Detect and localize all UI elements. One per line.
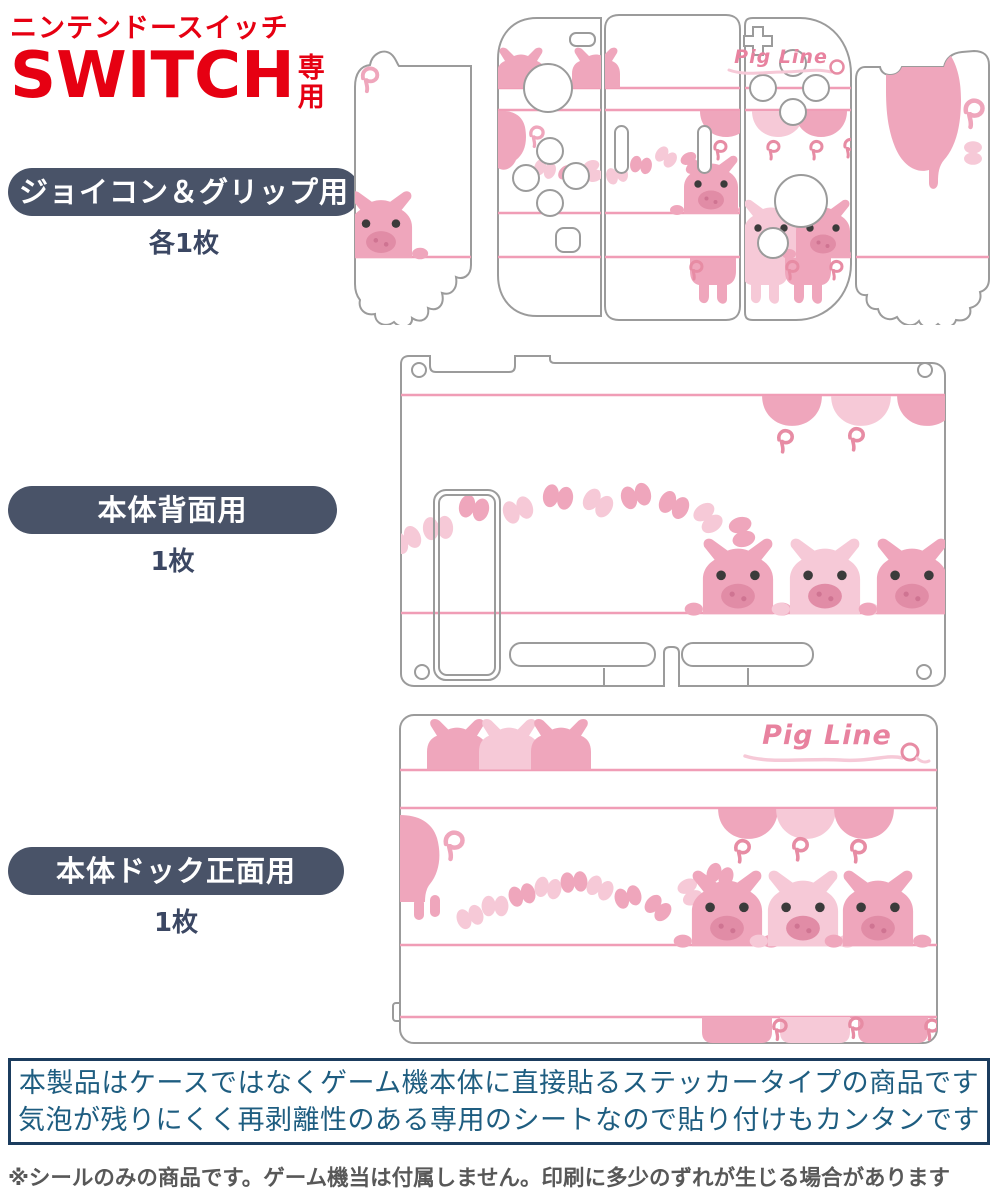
- section-dock-front: 本体ドック正面用 1枚: [8, 847, 344, 939]
- screw-hole: [917, 362, 933, 378]
- vent-slot-left: [509, 642, 656, 667]
- right-grip-decor: [856, 51, 989, 259]
- dpad-right-cutout: [562, 162, 590, 190]
- right-stick-cutout: [774, 174, 828, 228]
- plus-button-cutout: [743, 26, 773, 56]
- home-button-cutout: [757, 227, 789, 259]
- dpad-down-cutout: [536, 189, 564, 217]
- footnote: ※シールのみの商品です。ゲーム機当は付属しません。印刷に多少のずれが生じる場合が…: [8, 1166, 950, 1191]
- header-kana-title: ニンテンドースイッチ: [10, 13, 289, 44]
- brand-text: Pig Line: [734, 46, 828, 68]
- notice-line-1: 本製品はケースではなくゲーム機本体に直接貼るステッカータイプの商品です: [18, 1067, 980, 1099]
- center-strip-decor: [605, 47, 740, 304]
- left-stick-cutout: [523, 63, 573, 113]
- left-joycon-cutouts: [512, 32, 596, 253]
- b-button-cutout: [779, 98, 807, 126]
- left-rail-slot-cutout: [614, 125, 629, 174]
- right-joycon-cutouts: [743, 26, 830, 259]
- brand-logo: Pig Line: [743, 720, 931, 764]
- brand-text: Pig Line: [762, 720, 892, 751]
- console-back-decor: [401, 393, 945, 616]
- bottom-cut-marks: [603, 668, 749, 686]
- section-label-pill: ジョイコン＆グリップ用: [8, 168, 360, 216]
- kickstand-cutline-outer: [433, 489, 501, 681]
- left-grip-decor: [355, 66, 471, 260]
- center-strip-cutouts: [614, 125, 712, 174]
- console-back-cutlines: [411, 362, 933, 686]
- section-console-back: 本体背面用 1枚: [8, 486, 337, 578]
- dock-front-sheet-illustration: Pig Line: [392, 714, 938, 1044]
- section-count: 各1枚: [148, 229, 220, 259]
- dpad-up-cutout: [536, 137, 564, 165]
- capture-button-cutout: [555, 227, 581, 253]
- notice-line-2: 気泡が残りにくく再剥離性のある専用のシートなので貼り付けもカンタンです: [18, 1104, 980, 1136]
- a-button-cutout: [802, 74, 830, 102]
- section-joycon-grip: ジョイコン＆グリップ用 各1枚: [8, 168, 360, 260]
- screw-hole: [916, 664, 932, 680]
- screw-hole: [414, 664, 430, 680]
- section-label-pill: 本体ドック正面用: [8, 847, 344, 895]
- kickstand-cutline-inner: [438, 494, 496, 676]
- section-count: 1枚: [153, 908, 199, 938]
- joycon-grip-sheet-illustration: Pig Line: [354, 14, 990, 325]
- screw-hole: [411, 362, 427, 378]
- right-rail-slot-cutout: [697, 125, 712, 174]
- header-title-row: SWITCH 専用: [10, 39, 324, 113]
- header: ニンテンドースイッチ SWITCH 専用: [10, 6, 324, 113]
- left-grip-piece: [354, 50, 472, 325]
- dock-front-decor: [400, 718, 937, 1043]
- section-label-pill: 本体背面用: [8, 486, 337, 534]
- header-main-title: SWITCH: [10, 39, 295, 113]
- y-button-cutout: [749, 74, 777, 102]
- console-back-sheet-illustration: [400, 355, 946, 687]
- header-title-suffix: 専用: [292, 53, 324, 111]
- brand-logo: Pig Line: [727, 46, 845, 75]
- vent-slot-right: [681, 642, 814, 667]
- section-count: 1枚: [150, 547, 195, 577]
- dpad-left-cutout: [512, 164, 540, 192]
- notice-box: 本製品はケースではなくゲーム機本体に直接貼るステッカータイプの商品です 気泡が残…: [8, 1058, 990, 1145]
- x-button-cutout: [779, 49, 807, 77]
- minus-button-cutout: [569, 32, 596, 47]
